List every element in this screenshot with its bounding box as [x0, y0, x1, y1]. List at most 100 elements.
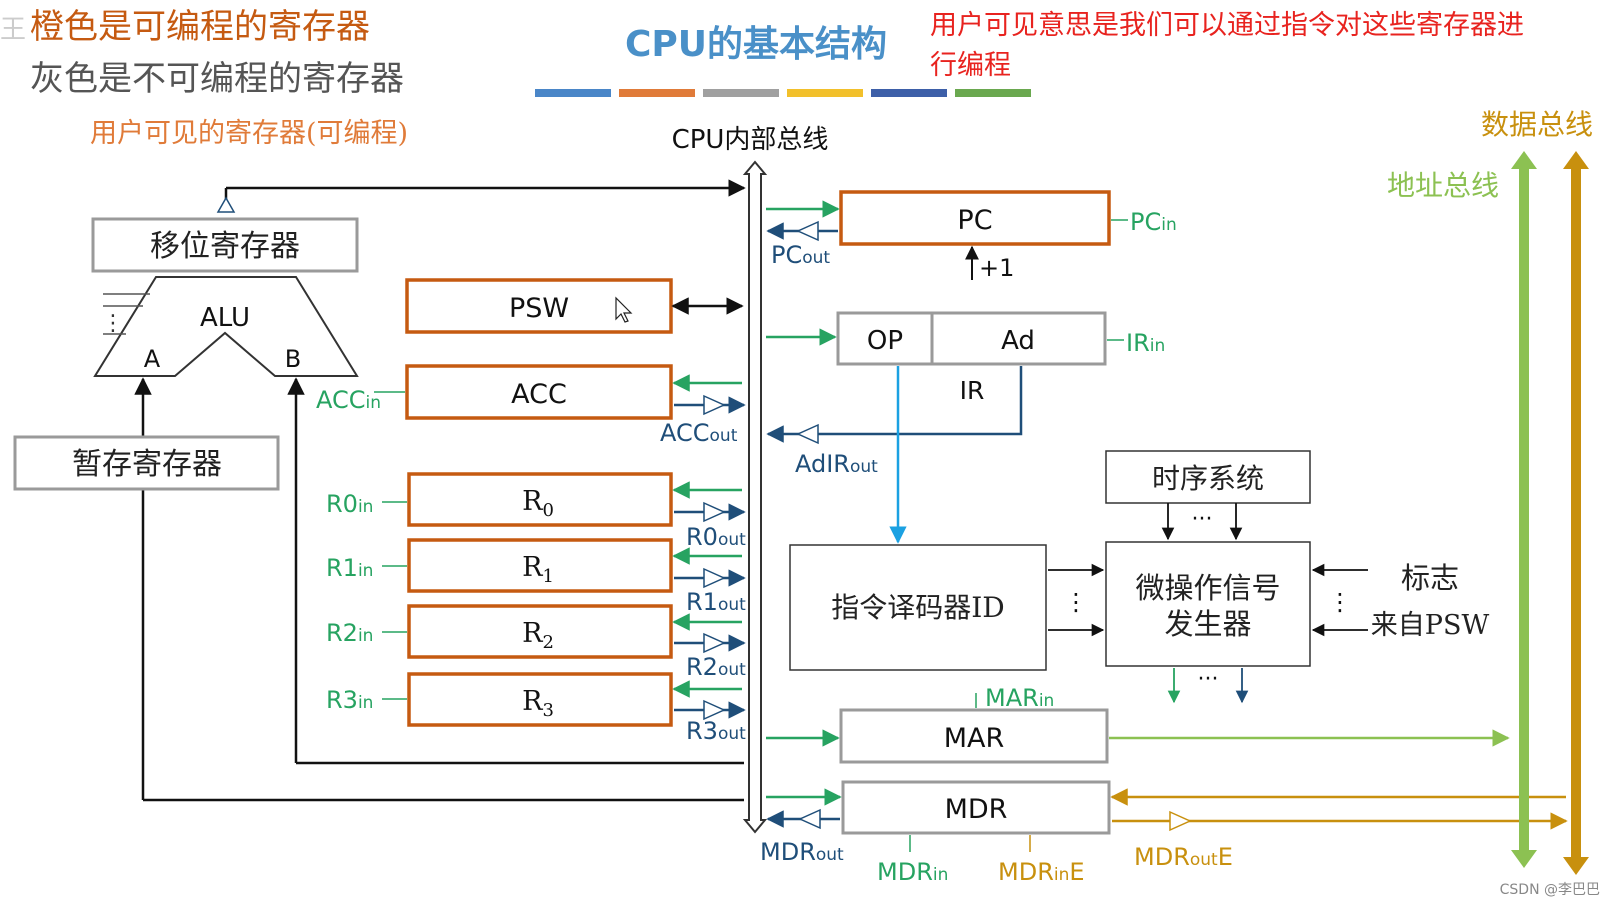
title-bar-green — [955, 89, 1031, 97]
r0-register-box — [407, 472, 673, 527]
orange-legend-note: 橙色是可编程的寄存器 — [30, 7, 370, 47]
instruction-decoder-box — [789, 544, 1047, 671]
data-bus-label: 数据总线 — [1481, 108, 1593, 141]
page-title: CPU的基本结构 — [625, 24, 887, 65]
alu-flag-dots: ⋮ — [102, 311, 124, 336]
psw-register-label: PSW — [509, 293, 569, 324]
mar-register-label: MAR — [944, 723, 1005, 754]
ir-ad-label: Ad — [1001, 326, 1035, 356]
r0-register-label: R0 — [522, 486, 554, 521]
r0-out-gate-icon — [703, 501, 726, 523]
r1-in-signal: R1in — [326, 554, 373, 582]
r2-out-gate-icon — [703, 632, 726, 654]
mdr-in-e-signal: MDRinE — [998, 858, 1085, 886]
r1-out-gate-icon — [703, 567, 726, 589]
micro-op-generator-line2: 发生器 — [1164, 607, 1251, 641]
pc-out-signal: PCout — [771, 241, 830, 269]
r3-out-gate-icon — [703, 699, 726, 721]
ir-register-label: IR — [960, 376, 985, 405]
alu-input-b-label: B — [285, 345, 301, 373]
mouse-cursor-icon — [615, 296, 633, 323]
instruction-decoder-label: 指令译码器ID — [831, 591, 1005, 624]
flags-label-line1: 标志 — [1401, 561, 1459, 595]
timing-dots: ··· — [1192, 507, 1213, 532]
annotation-line-1: 用户可见意思是我们可以通过指令对这些寄存器进 — [930, 10, 1524, 41]
r2-out-signal: R2out — [686, 653, 746, 681]
r2-register-box — [407, 604, 673, 659]
acc-out-gate-icon — [703, 394, 726, 416]
shift-register-label: 移位寄存器 — [150, 229, 300, 264]
acc-out-signal: ACCout — [660, 419, 738, 447]
r0-register: R0 R0in R0out — [326, 472, 746, 551]
acc-register-label: ACC — [511, 379, 567, 410]
internal-bus-label: CPU内部总线 — [672, 125, 829, 155]
mdr-register-label: MDR — [945, 794, 1008, 825]
generator-output-dots: ··· — [1198, 667, 1219, 692]
title-bar-orange — [619, 89, 695, 97]
annotation-line-2: 行编程 — [930, 50, 1011, 81]
r2-register-label: R2 — [522, 618, 554, 653]
timing-system-box — [1105, 450, 1311, 504]
r2-register: R2 R2in R2out — [326, 604, 746, 681]
mdr-in-signal: MDRin — [877, 858, 948, 886]
pc-out-gate-icon — [796, 220, 819, 242]
adir-out-line — [766, 366, 1023, 443]
mar-register-box — [839, 708, 1109, 764]
credit-text: CSDN @李巴巴 — [1500, 882, 1600, 898]
title-bar-yellow — [787, 89, 863, 97]
r1-register-box — [407, 538, 673, 593]
decoder-dots: ⋮ — [1064, 588, 1088, 616]
r3-in-signal: R3in — [326, 686, 373, 714]
r3-out-signal: R3out — [686, 717, 746, 745]
pc-increment-label: +1 — [979, 254, 1014, 282]
r1-out-signal: R1out — [686, 588, 746, 616]
ir-in-signal: IRin — [1126, 329, 1165, 357]
temp-register-box — [13, 435, 280, 491]
mdr-out-signal: MDRout — [760, 838, 844, 866]
title-bar-blue — [535, 89, 611, 97]
acc-in-signal: ACCin — [316, 386, 381, 414]
flags-dots: ⋮ — [1328, 588, 1352, 616]
timing-system-label: 时序系统 — [1152, 462, 1264, 495]
r3-register-label: R3 — [522, 686, 554, 721]
ir-op-label: OP — [867, 326, 903, 356]
r3-register-box — [407, 672, 673, 727]
micro-op-generator-line1: 微操作信号 — [1135, 571, 1280, 605]
adir-out-signal: AdIRout — [795, 450, 878, 478]
r1-register-label: R1 — [522, 552, 554, 587]
temp-register-label: 暂存寄存器 — [72, 447, 222, 482]
mar-in-signal: MARin — [985, 684, 1054, 712]
pc-register-label: PC — [957, 205, 992, 236]
r3-register: R3 R3in R3out — [326, 672, 746, 745]
r0-out-signal: R0out — [686, 523, 746, 551]
ir-register-box — [836, 311, 1107, 366]
alu-label: ALU — [200, 303, 250, 333]
shift-register-box — [91, 217, 359, 273]
r2-in-signal: R2in — [326, 619, 373, 647]
user-visible-note: 用户可见的寄存器(可编程) — [90, 118, 408, 149]
address-bus — [1511, 151, 1537, 868]
shifter-output-arrow-icon — [216, 196, 236, 213]
adir-out-gate-icon — [796, 423, 819, 445]
alu-shape — [93, 276, 359, 377]
psw-register-box — [405, 278, 673, 334]
mdr-out-e-signal: MDRoutE — [1134, 843, 1233, 871]
mdr-out-gate-icon — [798, 808, 821, 830]
internal-bus — [742, 160, 768, 834]
flags-label-line2: 来自PSW — [1371, 610, 1490, 641]
acc-register-box — [405, 364, 673, 420]
r0-in-signal: R0in — [326, 490, 373, 518]
pc-in-signal: PCin — [1130, 208, 1177, 236]
title-bar-darkblue — [871, 89, 947, 97]
pc-register-box — [839, 190, 1111, 246]
r1-register: R1 R1in R1out — [326, 538, 746, 616]
title-bar-gray — [703, 89, 779, 97]
alu-input-a-label: A — [144, 345, 161, 373]
title-color-bars — [535, 89, 1031, 97]
watermark-text: 王 — [0, 15, 26, 45]
mdr-register-box — [841, 780, 1111, 835]
data-bus — [1563, 151, 1589, 875]
address-bus-label: 地址总线 — [1387, 169, 1499, 202]
mdr-out-e-gate-icon — [1169, 810, 1192, 832]
